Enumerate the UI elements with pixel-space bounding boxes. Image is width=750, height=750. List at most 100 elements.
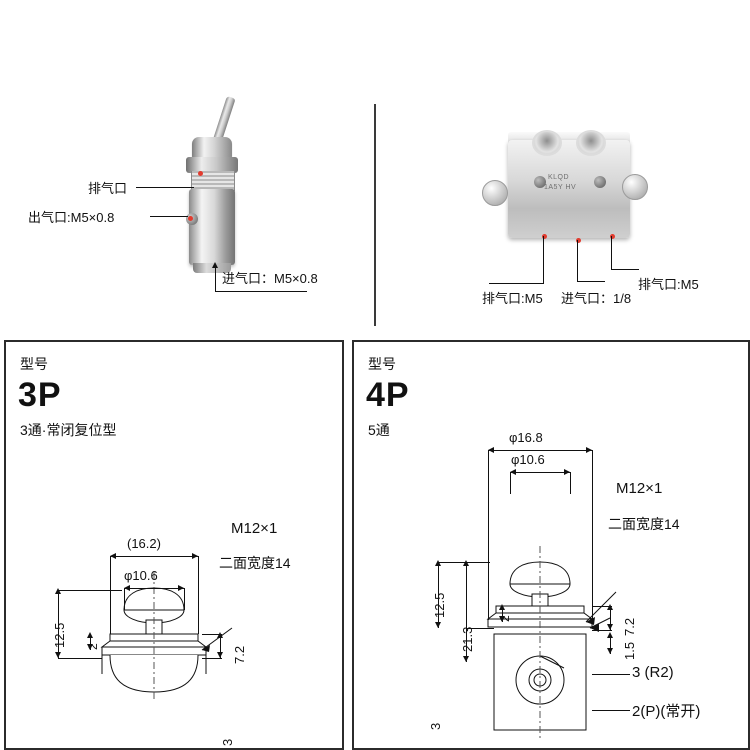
block-brand-text: KLQD (548, 174, 570, 181)
dim-3p-phi-arrow-left (124, 585, 130, 591)
block-port-hole-2 (576, 130, 606, 156)
leader-block-inlet-h (577, 281, 605, 282)
dim-3p-125-line (58, 590, 59, 658)
dim-4p-15-arrow-down (607, 648, 613, 654)
dim-4p-168-arrow-right (586, 447, 592, 453)
leader-4p-p (592, 710, 630, 711)
drawing-4p (486, 546, 617, 738)
dim-3p-162-arrow-right (192, 553, 198, 559)
ext-3p-72-top (202, 634, 222, 635)
dim-4p-72-arrow-down (607, 624, 613, 630)
leader-block-exhaust-left-h (489, 283, 544, 284)
dim-3p-125-arrow-down (55, 652, 61, 658)
ext-3p-162-right (198, 556, 199, 634)
dim-4p-flat-width: 二面宽度14 (608, 516, 680, 532)
dim-4p-125-arrow-up (435, 560, 441, 566)
dim-4p-2-line (502, 606, 503, 622)
dim-4p-15-line (610, 634, 611, 654)
panel-3p-model-desc: 3通·常闭复位型 (20, 422, 117, 438)
dim-3p-72-arrow-up (217, 632, 223, 638)
dim-3p-125-arrow-up (55, 588, 61, 594)
dim-3p-162-arrow-left (110, 553, 116, 559)
panel-4p-model-code: 4P (366, 376, 410, 414)
dim-4p-port-r2: 3 (R2) (632, 664, 674, 681)
dim-3p-2-line (90, 634, 91, 650)
label-block-inlet: 进气口：1/8 (561, 291, 632, 306)
small-valve-photo (150, 95, 280, 285)
ext-4p-106-right (570, 472, 571, 494)
valve-nut (186, 157, 238, 173)
leader-exhaust (136, 187, 194, 188)
marker-dot-exhaust (198, 171, 203, 176)
dim-3p-2-arrow-down (87, 644, 93, 650)
dim-4p-2-arrow-up (499, 604, 505, 610)
leader-inlet-vertical (215, 268, 216, 292)
dim-4p-left-3: 3 (428, 722, 443, 730)
label-inlet-left: 进气口：M5×0.8 (222, 271, 318, 286)
leader-outlet (150, 216, 188, 217)
top-divider (374, 104, 376, 326)
dim-4p-72-arrow-up (607, 604, 613, 610)
dim-3p-flat-width: 二面宽度14 (219, 555, 291, 571)
block-side-hole-1 (534, 176, 546, 188)
ext-3p-72-bottom (202, 658, 222, 659)
ext-3p-125-top (58, 590, 122, 591)
marker-dot-block-3 (610, 234, 615, 239)
leader-block-exhaust-right-h (611, 269, 639, 270)
leader-block-exhaust-right-v (611, 236, 612, 270)
ext-4p-72-bottom (592, 630, 612, 631)
leader-4p-r2 (592, 674, 630, 675)
label-block-exhaust-left: 排气口:M5 (482, 291, 543, 306)
dim-3p-diameter: φ10.6 (124, 568, 158, 583)
dim-4p-125-arrow-down (435, 622, 441, 628)
panel-4p: 型号 4P 5通 (352, 340, 750, 750)
ext-4p-213-mid (466, 628, 494, 629)
dim-4p-diameter-inner: φ10.6 (511, 452, 545, 467)
dim-3p-width-overall: (16.2) (127, 536, 161, 551)
dim-4p-height-125: 12.5 (432, 592, 447, 618)
ext-3p-phi-right (184, 588, 185, 610)
dim-4p-125-line (438, 562, 439, 628)
dim-4p-213-arrow-up (463, 560, 469, 566)
dim-4p-port-p: 2(P)(常开) (632, 703, 701, 720)
dim-4p-right-72: 7.2 (622, 617, 637, 636)
dim-4p-106-arrow-left (510, 469, 516, 475)
ext-4p-168-right (592, 450, 593, 620)
block-side-hole-2 (594, 176, 606, 188)
dim-4p-213-line (466, 562, 467, 662)
ext-4p-168-left (488, 450, 489, 620)
marker-dot-outlet (188, 216, 193, 221)
dim-4p-height-213: 21.3 (460, 626, 475, 652)
dim-4p-right-15: 1.5 (622, 641, 637, 660)
block-model-text: 1A5Y HV (544, 184, 577, 191)
block-port-hole-1 (532, 130, 562, 156)
dim-3p-right-72: 7.2 (232, 645, 247, 664)
dim-3p-phi-arrow-right (178, 585, 184, 591)
ext-4p-72-top (592, 606, 612, 607)
panel-4p-model-desc: 5通 (368, 422, 390, 438)
dim-4p-72-line (610, 606, 611, 630)
leader-inlet-arrow (212, 262, 218, 268)
dim-4p-15-arrow-up (607, 632, 613, 638)
ext-4p-106-left (510, 472, 511, 494)
panel-4p-model-caption: 型号 (368, 356, 396, 372)
panel-3p-model-code: 3P (18, 376, 62, 414)
dim-3p-72-arrow-down (217, 652, 223, 658)
dim-3p-2-arrow-up (87, 632, 93, 638)
dim-3p-phi-line (124, 588, 184, 589)
block-right-fitting (622, 174, 648, 200)
valve-thread (191, 171, 235, 191)
block-body (508, 140, 630, 238)
panel-3p: 型号 3P 3通·常闭复位型 (4, 340, 344, 750)
drawing-3p (100, 572, 233, 702)
label-block-exhaust-right: 排气口:M5 (638, 277, 699, 292)
valve-body (189, 189, 235, 265)
dim-4p-106-arrow-right (564, 469, 570, 475)
dim-3p-thread: M12×1 (231, 520, 278, 537)
dim-4p-168-line (488, 450, 592, 451)
ext-3p-162-left (110, 556, 111, 634)
dim-4p-small-2: 2 (498, 615, 512, 622)
dim-4p-2-arrow-down (499, 616, 505, 622)
panel-3p-model-caption: 型号 (20, 356, 48, 372)
